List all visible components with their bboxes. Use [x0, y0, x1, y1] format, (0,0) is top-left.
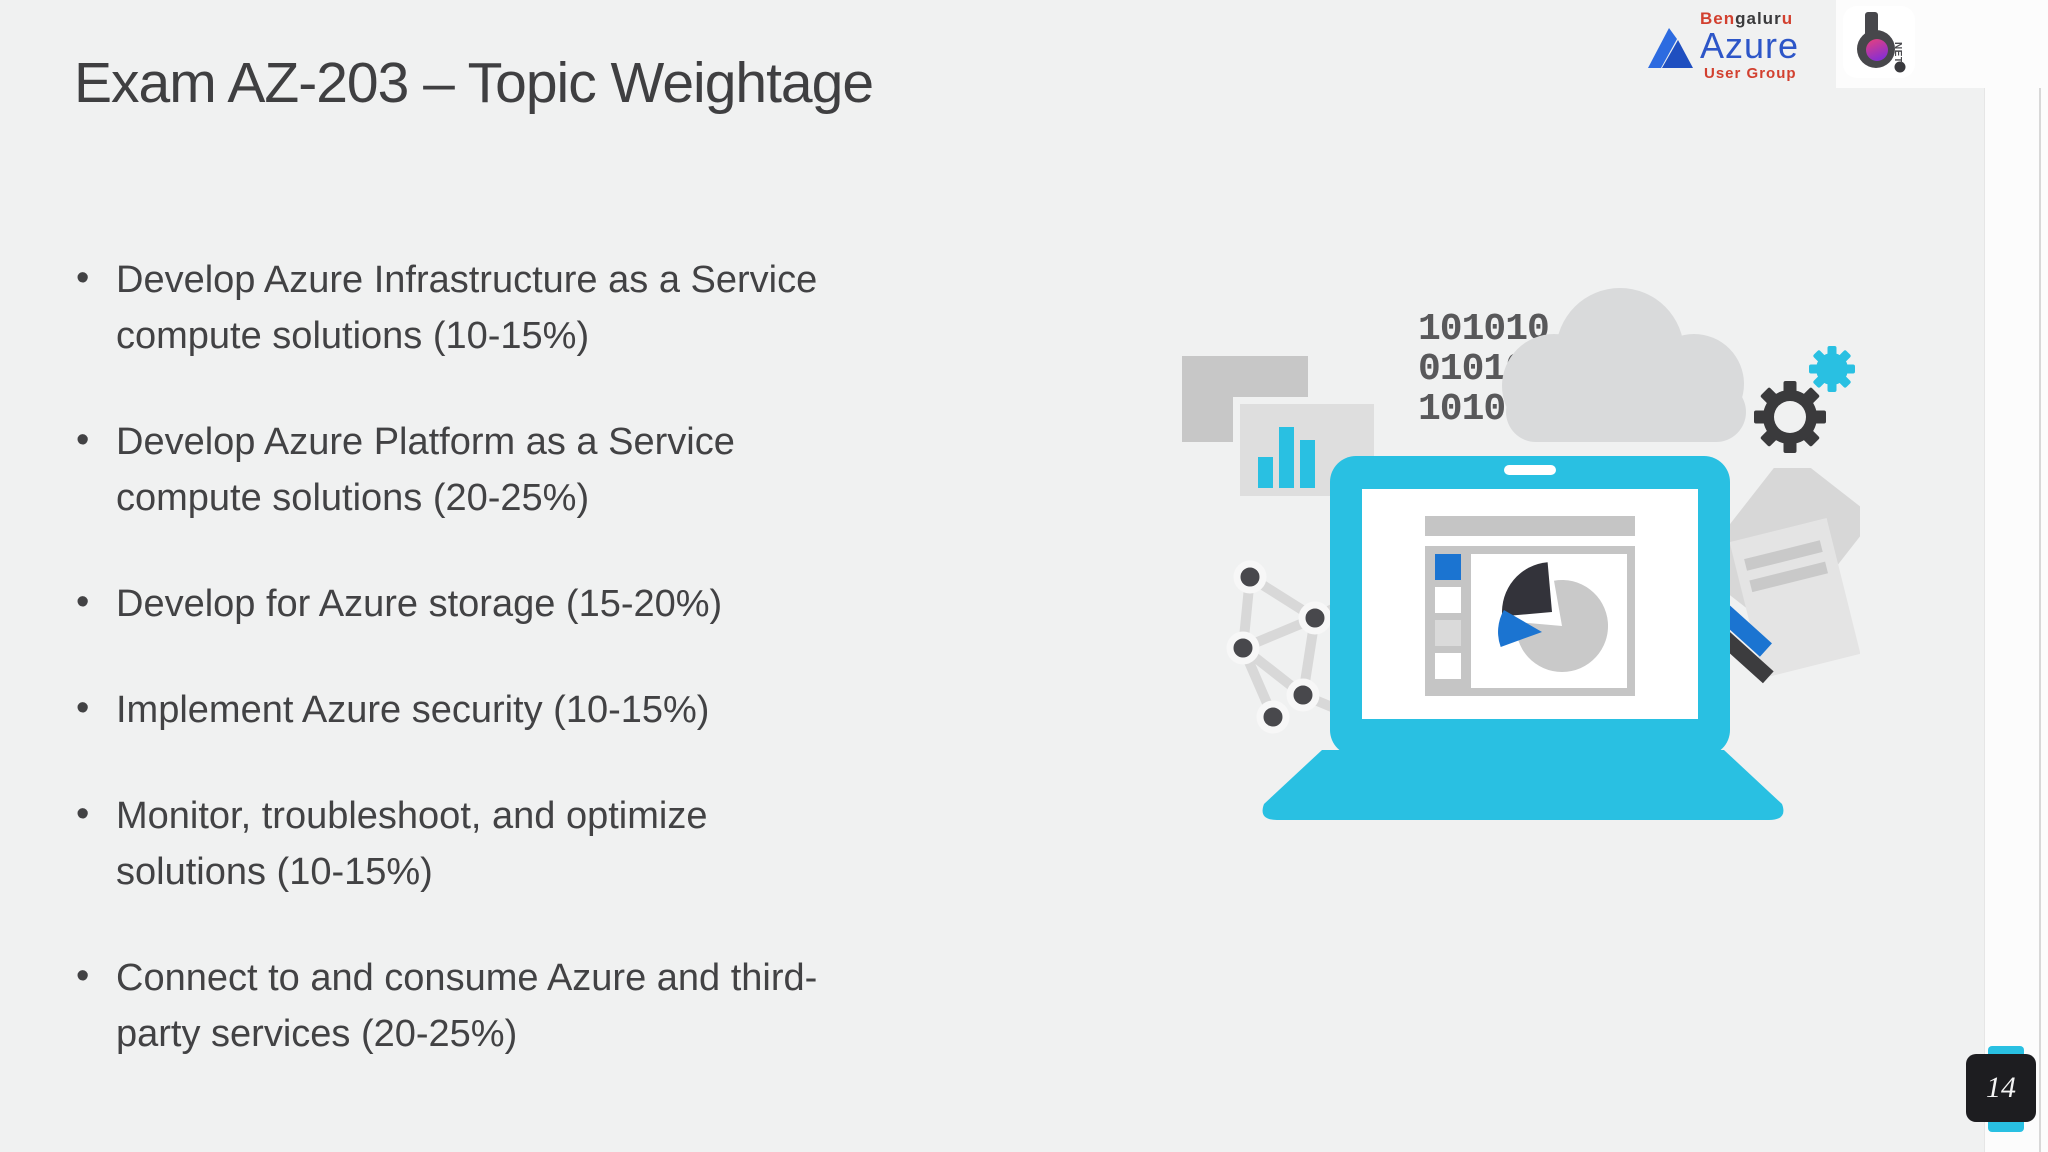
sidebar-tile	[1435, 653, 1461, 679]
pie-chart-panel	[1471, 554, 1627, 688]
azure-logo-icon	[1648, 28, 1693, 68]
sidebar-tile	[1435, 620, 1461, 646]
bullet-item-consume: Connect to and consume Azure and third- …	[74, 948, 817, 1062]
bar-3	[1300, 440, 1315, 488]
right-margin-strip	[1984, 0, 2048, 1152]
app-window	[1425, 546, 1635, 696]
laptop-icon	[1330, 456, 1730, 756]
window-toolbar	[1425, 516, 1635, 536]
user-group-label: User Group	[1704, 65, 1797, 82]
bullet-item-monitor: Monitor, troubleshoot, and optimize solu…	[74, 786, 817, 900]
camera-notch	[1504, 465, 1556, 475]
bnet-caption: NET	[1892, 42, 1903, 64]
bnet-logo: NET	[1843, 6, 1915, 78]
bullet-list: Develop Azure Infrastructure as a Servic…	[74, 250, 817, 1112]
bullet-item-iaas: Develop Azure Infrastructure as a Servic…	[74, 250, 817, 364]
bar-chart-bars	[1258, 427, 1315, 488]
page-number-badge: 14	[1966, 1054, 2036, 1122]
page-number: 14	[1986, 1071, 2016, 1104]
azure-user-group-wordmark: Bengaluru Azure User Group	[1700, 10, 1799, 82]
laptop-screen	[1362, 489, 1698, 719]
bnet-logo-letter	[1857, 12, 1906, 73]
gear-icon-small	[1809, 346, 1855, 392]
laptop-base	[1262, 750, 1784, 820]
bengaluru-label: Bengaluru	[1700, 9, 1794, 28]
bar-1	[1258, 457, 1273, 488]
pie-chart-icon	[1498, 562, 1609, 672]
right-margin-divider	[2039, 0, 2041, 1152]
gear-icon	[1754, 381, 1826, 453]
cloud-icon	[1502, 288, 1746, 442]
bullet-item-storage: Develop for Azure storage (15-20%)	[74, 574, 817, 632]
azure-user-group-logo: Bengaluru Azure User Group	[1646, 10, 1926, 82]
bar-2	[1279, 427, 1294, 488]
bnet-logo-icon: NET	[1857, 12, 1906, 73]
bullet-item-paas: Develop Azure Platform as a Service comp…	[74, 412, 817, 526]
sidebar-tile	[1435, 587, 1461, 613]
azure-label: Azure	[1700, 25, 1800, 66]
sidebar-tile-active	[1435, 554, 1461, 580]
slide-title: Exam AZ-203 – Topic Weightage	[74, 51, 874, 115]
bullet-item-security: Implement Azure security (10-15%)	[74, 680, 817, 738]
